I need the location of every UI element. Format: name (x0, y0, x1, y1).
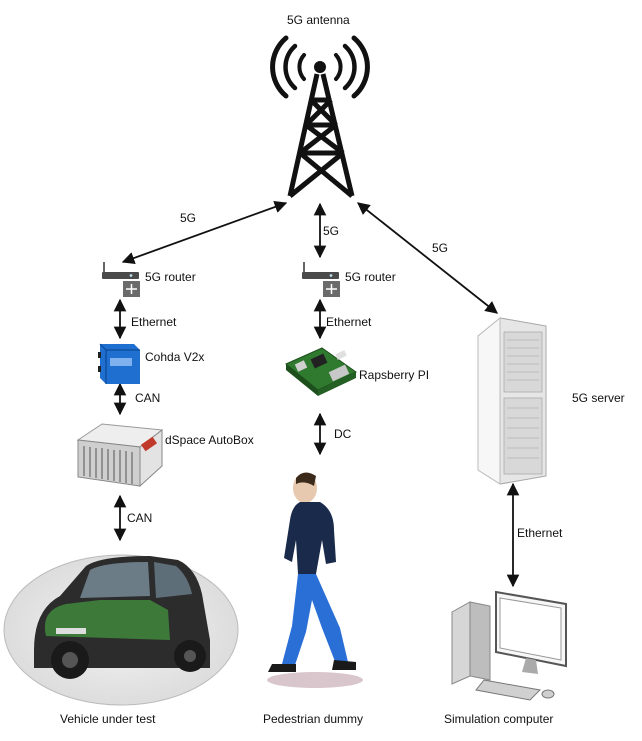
simulation-caption: Simulation computer (444, 712, 554, 726)
dspace-autobox-icon (76, 423, 164, 488)
pedestrian-dummy-image (267, 472, 363, 688)
router-left-label: 5G router (145, 270, 196, 284)
cohda-label: Cohda V2x (145, 350, 205, 364)
simulation-computer-icon (451, 590, 567, 701)
router-left-icon (102, 262, 140, 297)
router-middle-icon (302, 262, 340, 297)
vehicle-caption: Vehicle under test (60, 712, 156, 726)
pedestrian-caption: Pedestrian dummy (263, 712, 364, 726)
server-label: 5G server (572, 391, 625, 405)
link-label-right-5g: 5G (432, 241, 449, 255)
connection-arrows (113, 200, 520, 588)
arrow-5g-left (121, 200, 288, 265)
link-label-left-5g: 5G (180, 211, 197, 225)
link-label-ethernet-server: Ethernet (517, 526, 563, 540)
vehicle-image (3, 554, 239, 706)
server-rack-icon (477, 316, 547, 485)
antenna-tower-icon (270, 35, 370, 198)
antenna-label: 5G antenna (287, 13, 350, 27)
link-label-can-upper: CAN (135, 391, 161, 405)
router-middle-label: 5G router (345, 270, 396, 284)
link-label-can-lower: CAN (127, 511, 153, 525)
raspberry-pi-icon (285, 347, 357, 396)
dspace-label: dSpace AutoBox (165, 433, 254, 447)
link-label-ethernet-middle: Ethernet (326, 315, 372, 329)
link-label-dc: DC (334, 427, 352, 441)
cohda-v2x-icon (98, 343, 140, 384)
raspberry-label: Rapsberry PI (359, 368, 430, 382)
link-label-middle-5g: 5G (323, 224, 340, 238)
link-label-ethernet-left: Ethernet (131, 315, 177, 329)
arrow-5g-right (357, 202, 498, 314)
